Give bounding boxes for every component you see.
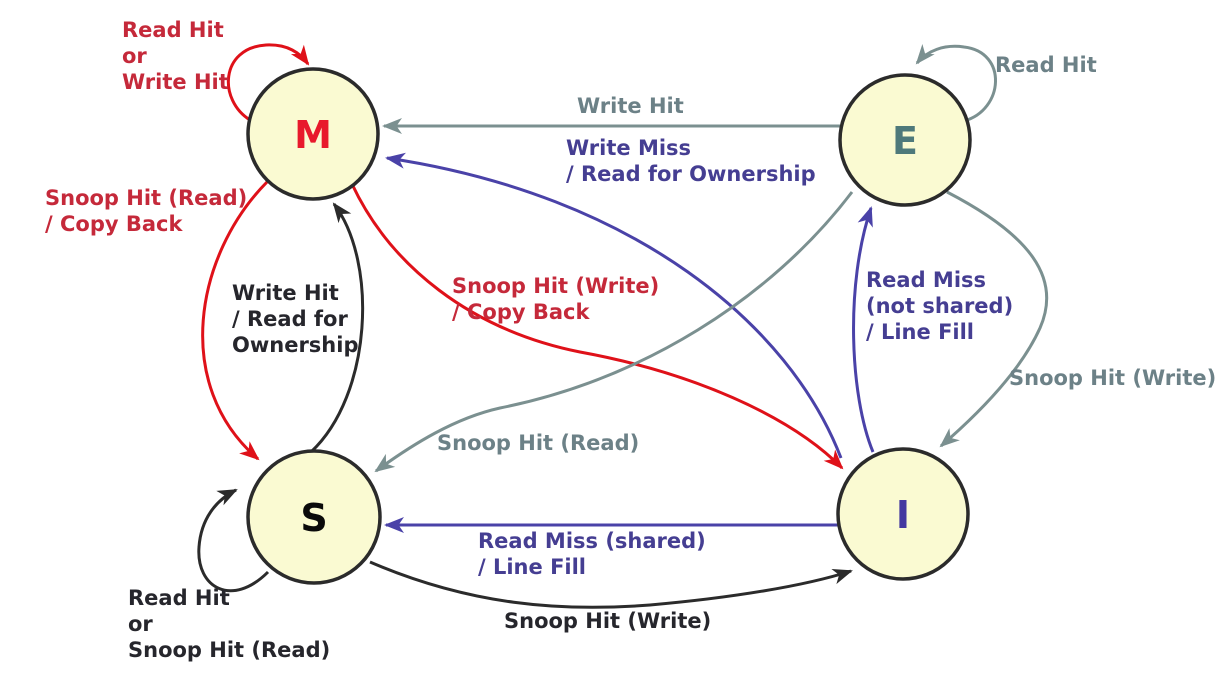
label-i-to-m-write-miss: Write Miss / Read for Ownership <box>566 136 816 186</box>
label-s-self-read-or-snoop-hit: Read Hit or Snoop Hit (Read) <box>128 586 331 662</box>
edge-e-to-i <box>939 190 1049 448</box>
label-m-to-s-snoop-hit-read: Snoop Hit (Read) / Copy Back <box>45 186 248 236</box>
state-label-shared: S <box>300 496 327 540</box>
state-node-invalid <box>836 447 970 581</box>
label-s-to-m-write-hit: Write Hit / Read for Ownership <box>232 281 359 357</box>
edge-s-to-m <box>309 202 365 454</box>
state-node-modified <box>246 67 380 201</box>
edge-i-to-e <box>852 206 875 453</box>
state-label-modified: M <box>294 113 332 157</box>
state-node-exclusive <box>838 73 972 207</box>
edge-i-to-m <box>385 152 843 459</box>
edge-e-self-loop <box>915 44 997 123</box>
edge-m-to-i <box>350 183 844 470</box>
edge-m-self-loop <box>226 43 310 122</box>
label-i-to-s-read-miss-shared: Read Miss (shared) / Line Fill <box>478 529 706 579</box>
edge-s-to-i <box>369 560 853 609</box>
label-m-self-read-or-write-hit: Read Hit or Write Hit <box>122 18 229 94</box>
edge-m-to-s <box>201 180 269 461</box>
edge-e-to-s <box>374 191 854 473</box>
state-label-exclusive: E <box>892 119 918 163</box>
state-label-invalid: I <box>896 493 910 537</box>
state-node-shared <box>246 449 382 585</box>
label-e-to-m-write-hit: Write Hit <box>577 94 684 118</box>
label-i-to-e-read-miss: Read Miss (not shared) / Line Fill <box>866 268 1014 344</box>
label-e-self-read-hit: Read Hit <box>995 53 1097 77</box>
label-e-to-i-snoop-hit-write: Snoop Hit (Write) <box>1009 366 1217 390</box>
label-e-to-s-snoop-hit-read: Snoop Hit (Read) <box>437 431 640 455</box>
label-s-to-i-snoop-hit-write: Snoop Hit (Write) <box>504 609 712 633</box>
edge-s-self-loop <box>197 488 270 593</box>
label-m-to-i-snoop-hit-write: Snoop Hit (Write) / Copy Back <box>452 274 660 324</box>
